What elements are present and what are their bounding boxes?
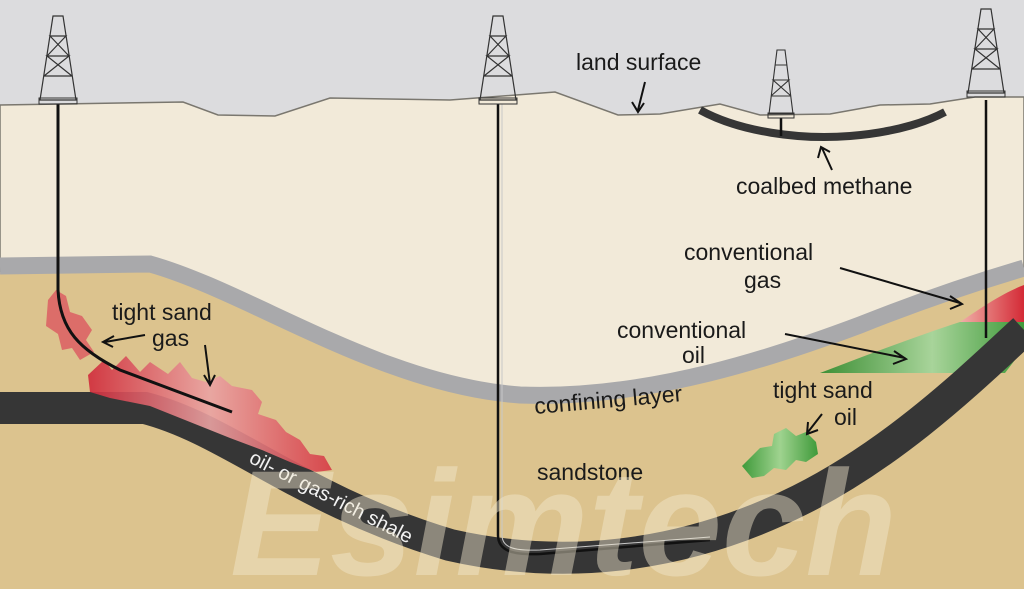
- derrick-icon: [38, 15, 78, 105]
- label-conventional-gas-1: conventional: [684, 239, 813, 265]
- coal-seam: [698, 106, 947, 141]
- arrow-conventional-gas: [839, 267, 965, 310]
- tight-sand-gas-lower: [88, 356, 332, 472]
- confining-layer: [0, 255, 1024, 404]
- label-sandstone: sandstone: [537, 459, 643, 485]
- well-pipe-tight-sand: [56, 104, 233, 414]
- conventional-gas: [960, 285, 1024, 322]
- derrick-icon: [966, 8, 1006, 98]
- arrow-conventional-oil: [784, 333, 909, 365]
- label-tight-sand-gas-1: tight sand: [112, 299, 212, 325]
- derrick-icon: [767, 49, 795, 119]
- arrow-tight-gas-down: [203, 344, 216, 388]
- label-tight-sand-oil-1: tight sand: [773, 377, 873, 403]
- shale-layer: [0, 318, 1024, 574]
- label-land-surface: land surface: [576, 49, 701, 75]
- label-conventional-gas-2: gas: [744, 267, 781, 293]
- tight-sand-oil: [742, 428, 818, 478]
- well-pipe-shale: [496, 104, 711, 556]
- label-conventional-oil-2: oil: [682, 342, 705, 368]
- arrow-coalbed: [817, 145, 833, 171]
- arrow-tight-gas-left: [100, 334, 146, 348]
- derrick-icon: [478, 15, 518, 105]
- label-tight-sand-gas-2: gas: [152, 325, 189, 351]
- arrows: [100, 81, 965, 436]
- label-tight-sand-oil-2: oil: [834, 404, 857, 430]
- arrow-tight-oil: [805, 413, 823, 436]
- label-coalbed-methane: coalbed methane: [736, 173, 912, 199]
- label-conventional-oil-1: conventional: [617, 317, 746, 343]
- tight-sand-gas-upper: [46, 290, 94, 360]
- well-pipe-shale-liner: [501, 104, 711, 551]
- arrow-land-surface: [631, 81, 646, 114]
- watermark: Esimtech: [230, 439, 897, 589]
